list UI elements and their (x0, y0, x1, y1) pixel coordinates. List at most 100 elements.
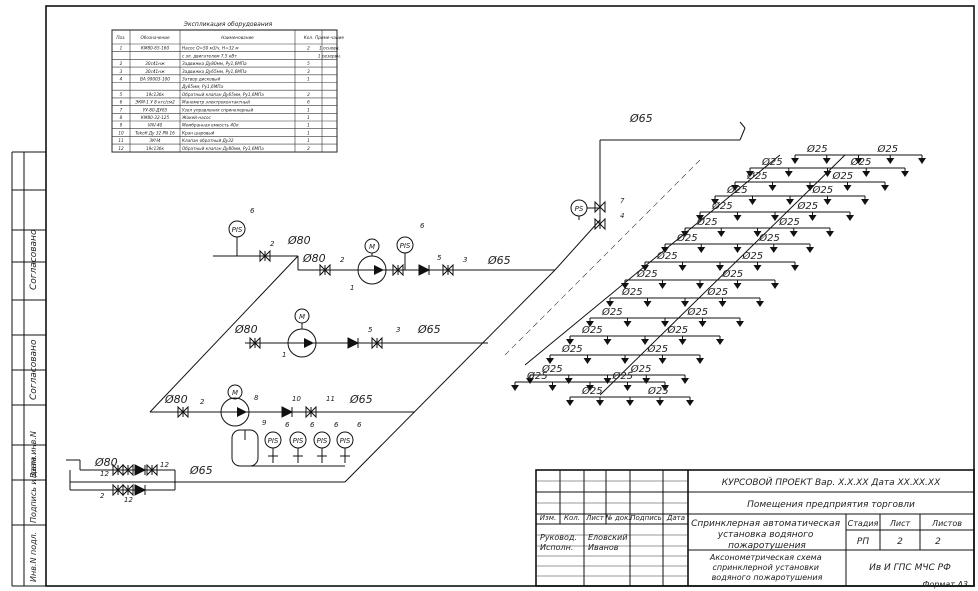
sprinkler-head (658, 358, 667, 364)
sprinkler-head (886, 158, 895, 164)
tb-col-kol: Кол. (564, 514, 580, 522)
branch-label-right: Ø25 (758, 232, 780, 244)
position-number: 6 (250, 207, 255, 215)
tb-name-2: Иванов (588, 543, 619, 552)
spec-cell: Tekofi Ду 32 PN 16 (135, 130, 175, 135)
sprinkler-head (806, 247, 814, 253)
tb-drawing: Аксонометрическая схема спринклерной уст… (709, 553, 824, 582)
branch-label-right: Ø25 (687, 306, 709, 318)
spec-cell: ЗКЧ4 (149, 138, 161, 143)
sprinkler-head (681, 378, 689, 384)
position-number: 2 (340, 256, 345, 264)
spec-cell: УУ-80-ДУ65 (143, 107, 168, 112)
spec-header: Наименование (221, 35, 254, 40)
position-number: 11 (326, 395, 335, 403)
spec-cell: 1 (307, 77, 310, 82)
position-number: 10 (292, 395, 301, 403)
sprinkler-head (791, 265, 799, 271)
label-d80-e: Ø80 (94, 456, 118, 469)
sprinkler-head (511, 385, 519, 391)
side-stamp: Согласовано Согласовано Взам.инв.N Подпи… (11, 151, 46, 587)
sprinkler-head (681, 301, 689, 307)
spec-cell: 1 резервн. (318, 53, 341, 58)
spec-header: Кол. (304, 35, 314, 40)
branch-label-right: Ø25 (850, 156, 872, 168)
sprinkler-head (658, 283, 667, 289)
gate-valve (442, 263, 454, 277)
sprinkler-head (661, 385, 669, 391)
spec-header: Обозначение (140, 35, 169, 40)
pressure-gauge (289, 431, 307, 449)
position-number: 2 (100, 492, 105, 500)
tb-name-1: Еловский (588, 533, 627, 542)
tb-org: Ив И ГПС МЧС РФ (869, 563, 951, 573)
sprinkler-head (717, 231, 726, 237)
spec-cell: 6 (120, 100, 123, 105)
gate-valve (259, 249, 271, 263)
tb-col-ndok: № док. (604, 514, 630, 522)
tb-sheet: 2 (897, 537, 903, 547)
spec-cell: 12 (118, 146, 124, 151)
label-d80-b: Ø80 (302, 252, 326, 265)
piping (66, 121, 846, 491)
stamp-inv-orig: Взам.инв.N (29, 431, 38, 478)
position-number: 3 (463, 256, 467, 264)
sprinkler-head (696, 358, 704, 364)
sprinkler-head (711, 199, 719, 205)
sprinkler-head (623, 385, 632, 391)
sprinkler-head (661, 321, 669, 327)
position-number: 6 (357, 421, 362, 429)
tb-role-1: Руковод. (540, 533, 577, 542)
branch-label-left: Ø25 (746, 170, 768, 182)
equipment-spec-table: Экспликация оборудования Поз.Обозначение… (111, 21, 344, 153)
gate-valve (319, 263, 331, 277)
tb-stage-h: Стадия (848, 519, 879, 528)
sprinkler-head (823, 171, 832, 177)
sprinkler-head (846, 215, 854, 221)
spec-cell: 3 (120, 69, 123, 74)
sprinkler-head (748, 199, 757, 205)
sheet-frame (45, 5, 975, 587)
position-number: 1 (350, 284, 354, 292)
branch-label-left: Ø25 (636, 268, 658, 280)
motor (294, 308, 310, 324)
sprinkler-head (822, 158, 831, 164)
position-number: 12 (160, 461, 169, 469)
sprinkler-head (586, 385, 594, 391)
control-valve (594, 200, 606, 214)
sprinkler-head (736, 321, 744, 327)
sprinkler-head (643, 301, 652, 307)
sprinkler-head (753, 231, 762, 237)
tb-system: Спринклерная автоматическая установка во… (691, 519, 843, 551)
pressure-gauge (228, 220, 246, 238)
position-number: 6 (310, 421, 315, 429)
pressure-gauge (396, 236, 414, 254)
tb-sheets: 2 (935, 537, 941, 547)
branch-label-right: Ø25 (612, 370, 634, 382)
sprinkler-head (806, 185, 814, 191)
motor (364, 238, 380, 254)
pipe-labels: Ø80 Ø80 Ø65 Ø80 Ø65 Ø80 Ø65 Ø80 Ø65 Ø65 (94, 112, 653, 477)
branch-label-right: Ø25 (778, 216, 800, 228)
spec-cell: 4 (120, 77, 123, 82)
spec-cell: КМ80-65-160 (141, 46, 170, 51)
position-number: 6 (334, 421, 339, 429)
sprinkler-head (641, 265, 649, 271)
branch-label-left: Ø25 (656, 250, 678, 262)
sprinkler-head (716, 265, 724, 271)
sprinkler-head (596, 400, 604, 406)
check-valve (347, 337, 360, 349)
spec-cell: 9 (120, 123, 123, 128)
check-valve (134, 464, 147, 476)
sprinkler-head (623, 321, 632, 327)
sprinkler-head (686, 400, 694, 406)
position-number: 5 (368, 326, 373, 334)
spec-cell: 2 (120, 61, 123, 66)
tb-col-list: Лист (585, 514, 605, 522)
branch-label-right: Ø25 (832, 170, 854, 182)
spec-cell: Задвижка Ду65мм, Ру1,6МПа (182, 69, 247, 74)
sprinkler-head (678, 265, 687, 271)
spec-cell: 5 (307, 61, 310, 66)
